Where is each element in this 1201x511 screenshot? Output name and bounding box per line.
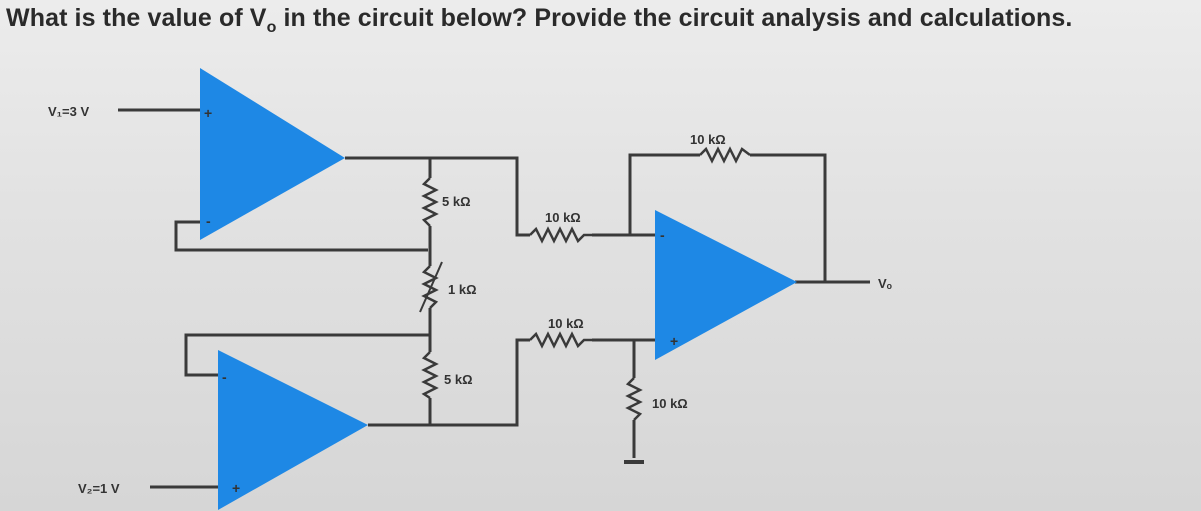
r-bot-ladder-label: 5 kΩ xyxy=(444,372,473,387)
r-top-ladder-label: 5 kΩ xyxy=(442,194,471,209)
opamp-1 xyxy=(200,68,345,240)
resistor-ground-icon xyxy=(625,377,643,421)
resistor-top-ladder-icon xyxy=(421,177,439,227)
r-in-lower-label: 10 kΩ xyxy=(548,316,584,331)
question-text: What is the value of Vo in the circuit b… xyxy=(6,4,1196,37)
wire-opamp2-feedback xyxy=(184,333,430,377)
opamp-2 xyxy=(218,350,368,510)
opamp3-plus-pin: + xyxy=(670,333,678,349)
opamp1-minus-pin: - xyxy=(206,213,211,229)
opamp3-minus-pin: - xyxy=(660,227,665,243)
wire-feedback-output xyxy=(750,153,827,282)
opamp1-plus-pin: + xyxy=(204,105,212,121)
question-subscript: o xyxy=(266,19,277,36)
v2-label: V₂=1 V xyxy=(78,481,120,496)
v1-label: V₁=3 V xyxy=(48,104,89,119)
question-prefix: What is the value of V xyxy=(6,4,267,32)
wire-opamp1-output xyxy=(345,156,530,237)
wire-opamp1-feedback xyxy=(174,220,428,252)
resistor-feedback-icon xyxy=(699,146,751,164)
resistor-in-upper-icon xyxy=(529,226,592,244)
resistor-bot-ladder-icon xyxy=(421,351,439,400)
r-feedback-label: 10 kΩ xyxy=(690,132,726,147)
r-mid-ladder-label: 1 kΩ xyxy=(448,282,477,297)
opamp-3 xyxy=(655,210,797,360)
wire-upper-to-inverting xyxy=(592,153,700,237)
resistor-in-lower-icon xyxy=(529,331,592,349)
r-ground-label: 10 kΩ xyxy=(652,396,688,411)
opamp2-minus-pin: - xyxy=(222,369,227,385)
r-in-upper-label: 10 kΩ xyxy=(545,210,581,225)
wires xyxy=(118,108,870,489)
question-suffix: in the circuit below? Provide the circui… xyxy=(276,4,1073,32)
variable-resistor-arrow-icon xyxy=(419,261,443,313)
opamp2-plus-pin: + xyxy=(232,480,240,496)
vo-label: Vₒ xyxy=(878,276,893,291)
wire-opamp2-output xyxy=(368,338,530,427)
